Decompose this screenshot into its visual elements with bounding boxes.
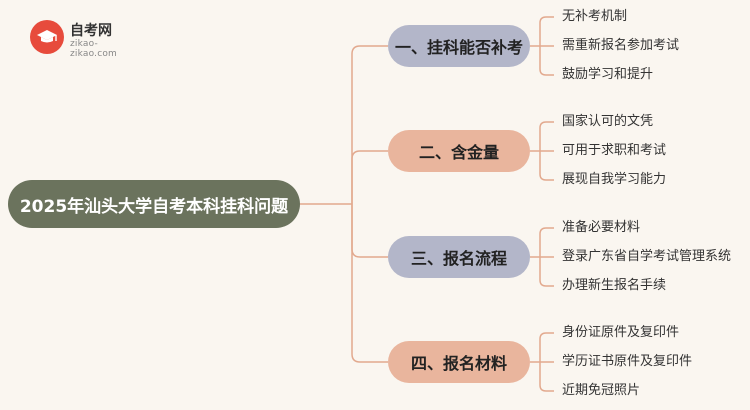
leaf-item-3-2: 登录广东省自学考试管理系统 (562, 249, 732, 264)
trunk-connector-1 (351, 45, 388, 204)
branch-node-4: 四、报名材料 (388, 341, 530, 383)
leaf-connector-4-3 (539, 362, 554, 392)
root-node: 2025年汕头大学自考本科挂科问题 (8, 180, 300, 228)
trunk-connector-3 (351, 204, 388, 258)
branch-node-2: 二、含金量 (388, 130, 530, 172)
leaf-item-1-3: 鼓励学习和提升 (562, 67, 654, 82)
leaf-connector-1-3 (539, 46, 554, 76)
leaf-item-4-3: 近期免冠照片 (562, 383, 641, 398)
leaf-item-2-3: 展现自我学习能力 (562, 172, 667, 187)
leaf-item-3-3: 办理新生报名手续 (562, 278, 667, 293)
trunk-connector-2 (351, 150, 388, 204)
leaf-connector-3-1 (539, 227, 554, 257)
leaf-connector-1-1 (539, 16, 554, 46)
graduation-cap-icon (30, 20, 64, 54)
leaf-item-4-1: 身份证原件及复印件 (562, 325, 680, 340)
site-logo[interactable]: 自考网 zikao-zikao.com (30, 18, 140, 59)
leaf-item-2-1: 国家认可的文凭 (562, 114, 654, 129)
branch-node-3: 三、报名流程 (388, 236, 530, 278)
leaf-item-3-1: 准备必要材料 (562, 220, 641, 235)
branch-node-1: 一、挂科能否补考 (388, 25, 530, 67)
leaf-item-1-2: 需重新报名参加考试 (562, 38, 680, 53)
leaf-connector-2-1 (539, 121, 554, 151)
logo-title: 自考网 (70, 23, 112, 39)
leaf-item-4-2: 学历证书原件及复印件 (562, 354, 693, 369)
leaf-item-2-2: 可用于求职和考试 (562, 143, 667, 158)
leaf-connector-2-3 (539, 151, 554, 181)
leaf-connector-3-3 (539, 257, 554, 287)
leaf-item-1-1: 无补考机制 (562, 9, 628, 24)
leaf-connector-4-1 (539, 332, 554, 362)
logo-url: zikao-zikao.com (70, 39, 118, 59)
trunk-connector-4 (351, 204, 388, 363)
